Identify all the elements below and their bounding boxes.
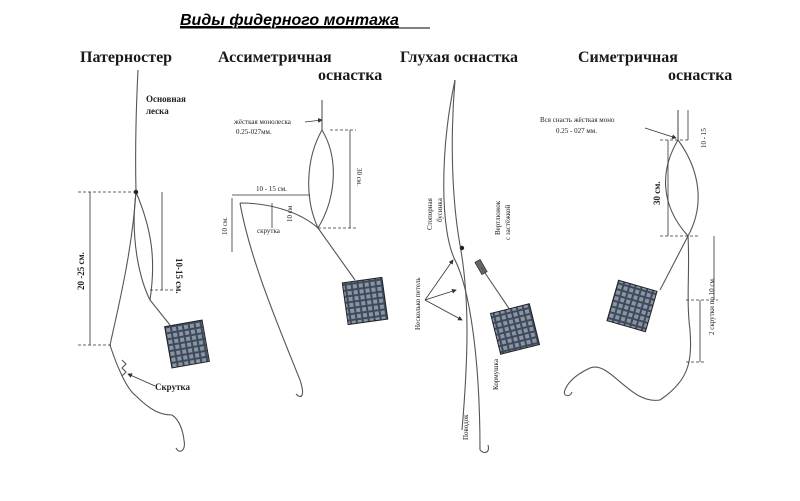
sym-heading-1: Симетричная xyxy=(578,49,678,66)
sym-feeder xyxy=(606,279,658,333)
sym-twist-line xyxy=(563,235,692,401)
loops-arrow-3 xyxy=(424,299,463,321)
loops-arrow-1 xyxy=(424,259,454,301)
paternoster-hook xyxy=(171,414,185,452)
asym-leader xyxy=(239,202,319,397)
twist-zig xyxy=(121,359,127,377)
blind-feeder xyxy=(489,303,541,355)
paternoster-main-line xyxy=(109,69,173,416)
loops-arrow-2 xyxy=(424,288,457,301)
rig-asymmetric: Ассиметричная оснастка жёсткая монолеска… xyxy=(218,49,389,397)
sym-mono-2: 0.25 - 027 мм. xyxy=(556,127,597,135)
swivel-label-2: с застёжкой xyxy=(504,205,512,240)
feeder-label: Кормушка xyxy=(492,358,500,390)
swivel-label-1: Вертлюжок xyxy=(494,200,502,235)
asym-feeder-link xyxy=(317,227,356,281)
asym-mono-2: 0.25-027мм. xyxy=(236,128,272,136)
loops-label: Несколько петель xyxy=(414,277,422,330)
asym-dim-30-label: 30 см. xyxy=(355,168,363,186)
twist-label: Скрутка xyxy=(155,382,191,392)
leader-label: Поводок xyxy=(462,414,470,440)
stopper-bead xyxy=(459,245,465,251)
asym-main-line xyxy=(308,100,334,230)
rig-symmetric: Симетричная оснастка Вся снасть жёсткая … xyxy=(540,49,732,401)
blind-hook xyxy=(479,444,489,454)
sym-feeder-link xyxy=(659,235,689,291)
rig-blind: Глухая оснастка Стопорная бусинка Вертлю… xyxy=(400,49,541,454)
paternoster-loop xyxy=(133,191,154,301)
sym-heading-2: оснастка xyxy=(668,67,732,84)
sym-dim-10-15-label: 10 - 15 xyxy=(700,128,708,148)
blind-heading: Глухая оснастка xyxy=(400,49,518,66)
dim-short-label: 10-15 см. xyxy=(174,258,184,294)
page-title: Виды фидерного монтажа xyxy=(180,12,399,29)
asym-mono-arrow xyxy=(304,118,323,123)
dim-total-label: 20 -25 см. xyxy=(76,252,86,290)
main-line-label-1: Основная xyxy=(146,94,186,104)
asym-dim-10-15-label: 10 - 15 см. xyxy=(256,185,287,193)
stopper-label-1: Стопорная xyxy=(426,197,434,230)
rig-paternoster: Патерностер Основная леска 20 -25 см. 10… xyxy=(76,49,210,452)
paternoster-feeder xyxy=(164,319,210,369)
sym-mono-1: Вся снасть жёсткая моно xyxy=(540,116,615,124)
sym-main-line xyxy=(665,110,699,237)
twist-arrow xyxy=(127,373,156,387)
main-line-label-2: леска xyxy=(146,106,169,116)
stopper-label-2: бусинка xyxy=(436,197,444,222)
asym-mono-1: жёсткая монолеска xyxy=(233,118,292,126)
asym-dim-10-a-label: 10 см. xyxy=(221,217,229,235)
asym-heading-2: оснастка xyxy=(318,67,382,84)
asym-heading-1: Ассиметричная xyxy=(218,49,332,66)
blind-main-line xyxy=(451,79,468,431)
sym-mono-arrow xyxy=(644,127,677,140)
asym-dim-10-b-label: 10 см xyxy=(286,205,294,222)
asym-twist-label: скрутка xyxy=(257,227,281,235)
sym-twists-label: 2 скрутки по 10 см. xyxy=(708,277,716,335)
paternoster-feeder-link xyxy=(149,299,171,326)
blind-loop-line xyxy=(443,79,481,451)
asym-feeder xyxy=(341,276,389,326)
paternoster-heading: Патерностер xyxy=(80,49,172,66)
blind-feeder-link xyxy=(480,266,511,311)
sym-dim-30-label: 30 см. xyxy=(652,181,662,205)
